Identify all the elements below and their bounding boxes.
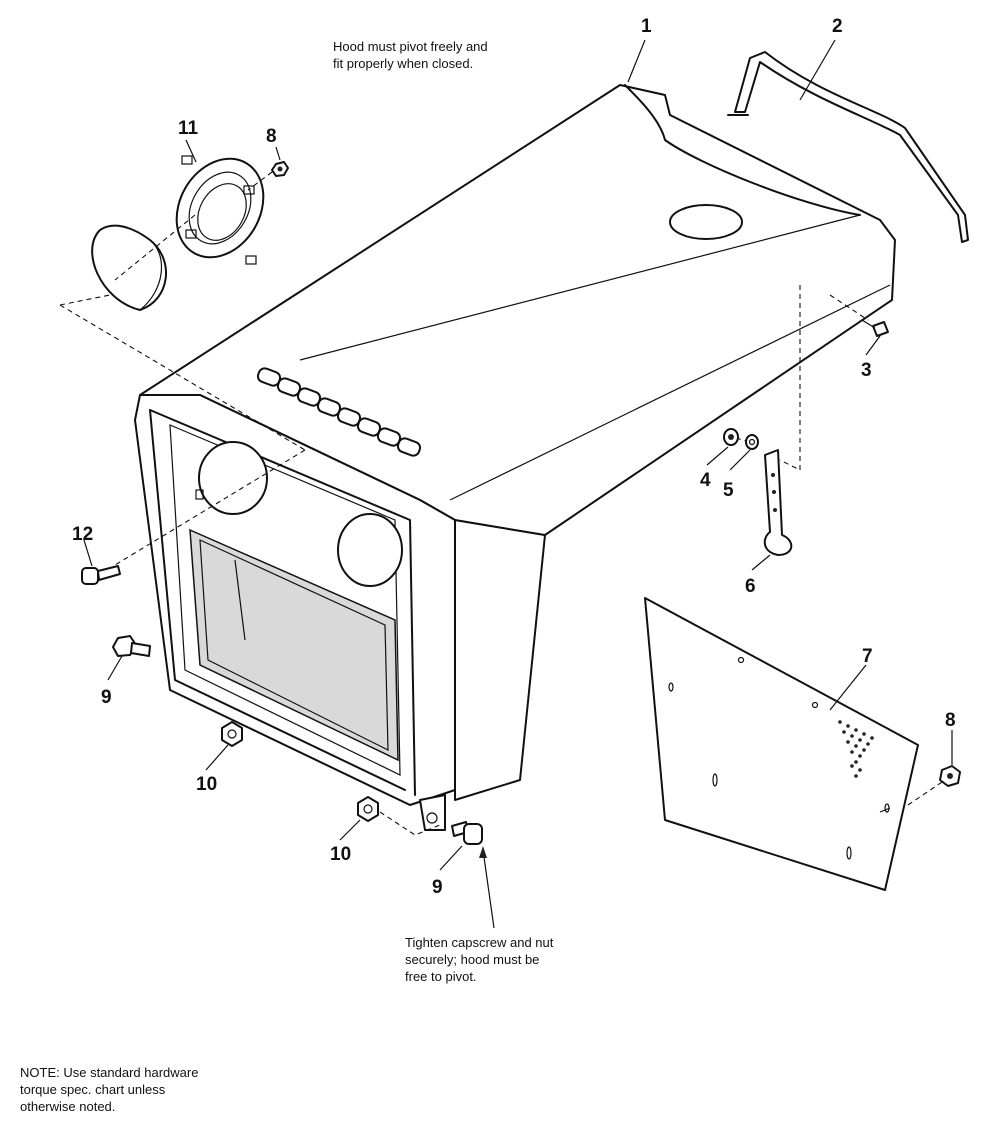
nut-panel xyxy=(939,765,961,787)
washer xyxy=(745,434,759,450)
capscrew-pivot xyxy=(451,821,483,845)
callout-10-left: 10 xyxy=(196,774,217,795)
note-hardware-torque: NOTE: Use standard hardware torque spec.… xyxy=(20,1065,199,1114)
hood-handle-bar xyxy=(727,51,969,243)
capscrew-left xyxy=(112,635,151,657)
callout-8-headlight: 8 xyxy=(266,126,277,147)
headlight-retainer-ring xyxy=(175,155,265,265)
callout-8-panel: 8 xyxy=(945,710,956,731)
callout-9-pivot: 9 xyxy=(432,877,443,898)
capscrew-headlight xyxy=(81,565,121,585)
callout-4: 4 xyxy=(700,470,711,491)
note-hood-pivot: Hood must pivot freely and fit properly … xyxy=(333,39,488,71)
callout-10-pivot: 10 xyxy=(330,844,351,865)
side-panel xyxy=(644,597,919,891)
nut-headlight xyxy=(271,161,289,177)
capscrew-latch xyxy=(861,319,889,337)
callout-2: 2 xyxy=(832,16,843,37)
callout-labels: 1 2 3 4 5 6 7 8 8 9 9 10 10 11 12 xyxy=(72,16,956,898)
lock-nut xyxy=(723,428,739,446)
headlight-lamp xyxy=(91,224,167,311)
callout-7: 7 xyxy=(862,646,873,667)
callout-1: 1 xyxy=(641,16,652,37)
nut-left xyxy=(221,721,243,747)
callout-5: 5 xyxy=(723,480,734,501)
callout-3: 3 xyxy=(861,360,872,381)
nut-pivot xyxy=(357,796,379,822)
hood xyxy=(134,84,896,831)
callout-6: 6 xyxy=(745,576,756,597)
callout-9-left: 9 xyxy=(101,687,112,708)
callout-12: 12 xyxy=(72,524,93,545)
callout-11: 11 xyxy=(178,118,199,139)
note-tighten-capscrew: Tighten capscrew and nut securely; hood … xyxy=(405,935,554,984)
latch xyxy=(763,449,793,556)
leader-lines xyxy=(83,39,953,929)
